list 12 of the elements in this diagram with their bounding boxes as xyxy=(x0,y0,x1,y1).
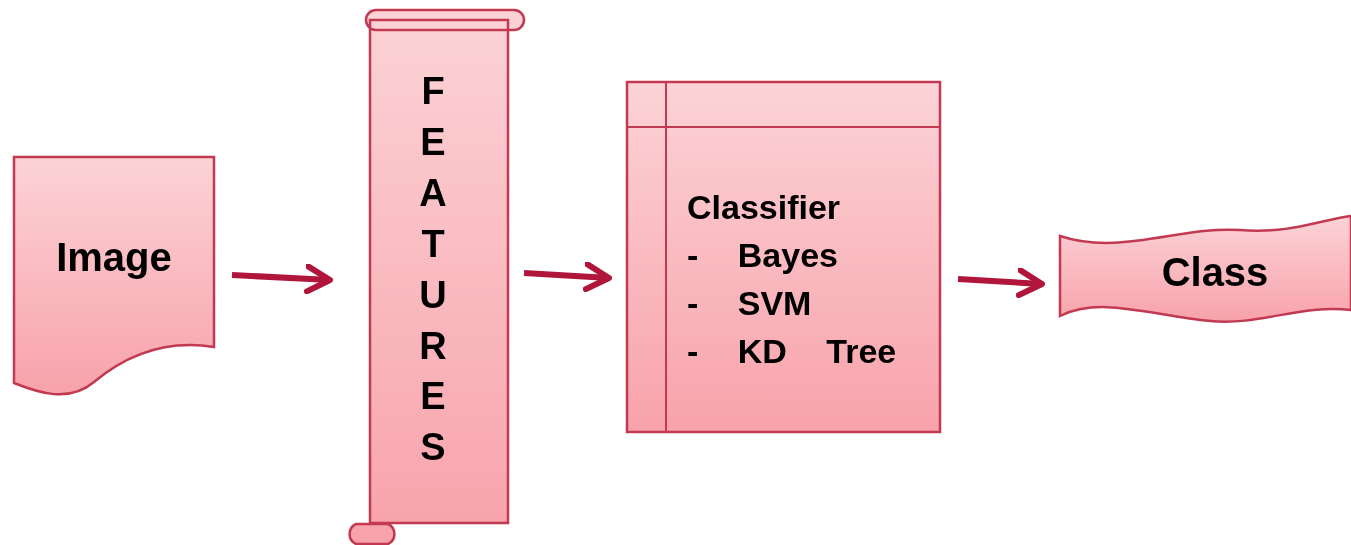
node-label: Classifier xyxy=(687,188,841,227)
arrow xyxy=(231,263,333,295)
list-item: - KD Tree xyxy=(687,332,897,371)
arrow xyxy=(957,267,1045,299)
storage-box xyxy=(627,82,940,432)
node-label: Class xyxy=(1160,250,1270,295)
arrow xyxy=(523,261,612,293)
list-item: - SVM xyxy=(687,284,812,323)
node-label: FEATURES xyxy=(418,69,448,471)
node-label: Image xyxy=(55,235,173,280)
document-shape xyxy=(14,157,214,397)
list-item: - Bayes xyxy=(687,236,838,275)
